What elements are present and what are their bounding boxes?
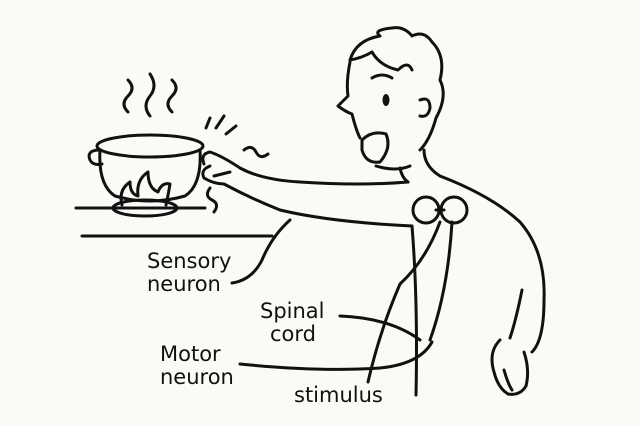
motion-lines (204, 114, 270, 214)
label-line: Motor (160, 342, 221, 366)
nerve-line (428, 220, 454, 342)
label-line: Sensory (147, 249, 232, 273)
body (398, 148, 546, 397)
sensory-neuron-label: Sensory neuron (147, 250, 231, 296)
steam-icon (122, 72, 178, 118)
spinal-cord-icon (411, 195, 469, 225)
spinal-cord-line (338, 314, 422, 342)
arm (201, 150, 414, 228)
head (336, 26, 445, 171)
spinal-cord-label: Spinal cord (260, 300, 325, 346)
motor-neuron-label: Motor neuron (160, 343, 234, 389)
stimulus-label: stimulus (294, 383, 383, 407)
label-line: neuron (147, 272, 221, 296)
eye-icon (382, 94, 390, 106)
label-line: cord (270, 322, 316, 346)
sensory-neuron-line (230, 218, 292, 285)
label-line: neuron (160, 365, 234, 389)
open-mouth (360, 131, 390, 164)
label-line: Spinal (260, 299, 325, 323)
pot-icon (87, 133, 205, 203)
stimulus-line (366, 220, 442, 384)
motor-neuron-line (238, 340, 434, 371)
